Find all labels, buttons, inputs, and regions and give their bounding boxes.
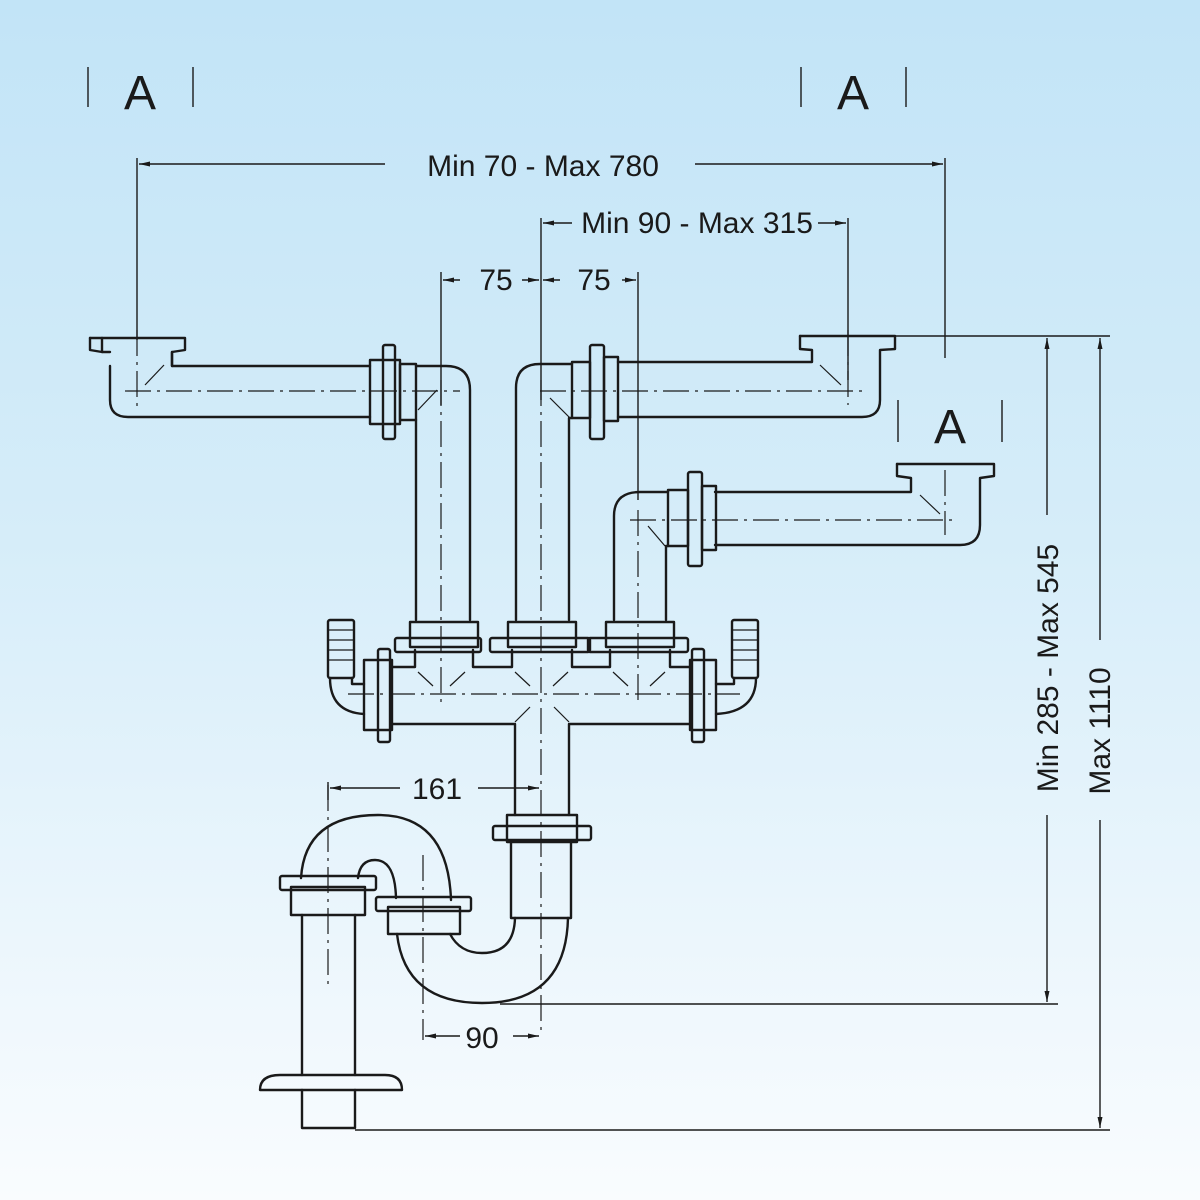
dimension-label: Min 90 - Max 315 — [581, 207, 813, 240]
right-hose-connector — [714, 618, 760, 716]
dimension-offsets: 75 75 — [440, 264, 639, 500]
dimension-label: 75 — [577, 264, 610, 297]
section-marker-a-left: A — [87, 67, 194, 120]
section-label: A — [934, 401, 966, 454]
dimension-label: Max 1110 — [1084, 667, 1117, 794]
manifold — [348, 620, 740, 817]
section-marker-a-mid: A — [800, 67, 907, 120]
dimension-label: 90 — [465, 1022, 498, 1055]
dimension-overall-width: Min 70 - Max 780 — [136, 150, 946, 358]
center-sink-arm — [514, 330, 1110, 1030]
dimension-trap-offset: 90 — [425, 1022, 539, 1055]
dimension-label: Min 70 - Max 780 — [427, 150, 659, 183]
left-sink-arm — [88, 330, 472, 705]
section-label: A — [124, 67, 156, 120]
left-hose-connector — [326, 618, 366, 716]
dimension-label: Min 285 - Max 545 — [1032, 544, 1065, 792]
section-marker-a-right: A — [897, 400, 1003, 454]
section-label: A — [837, 67, 869, 120]
dimension-center-span: Min 90 - Max 315 — [540, 207, 849, 400]
dimension-label: 161 — [412, 773, 462, 806]
dimension-trap-width: 161 — [327, 773, 539, 806]
dimension-label: 75 — [479, 264, 512, 297]
dimension-max-height: Max 1110 — [355, 338, 1117, 1131]
right-sink-arm — [612, 462, 996, 705]
outlet-tailpiece — [491, 813, 593, 920]
s-trap — [258, 785, 570, 1130]
dimension-height-range: Min 285 - Max 545 — [500, 338, 1065, 1005]
